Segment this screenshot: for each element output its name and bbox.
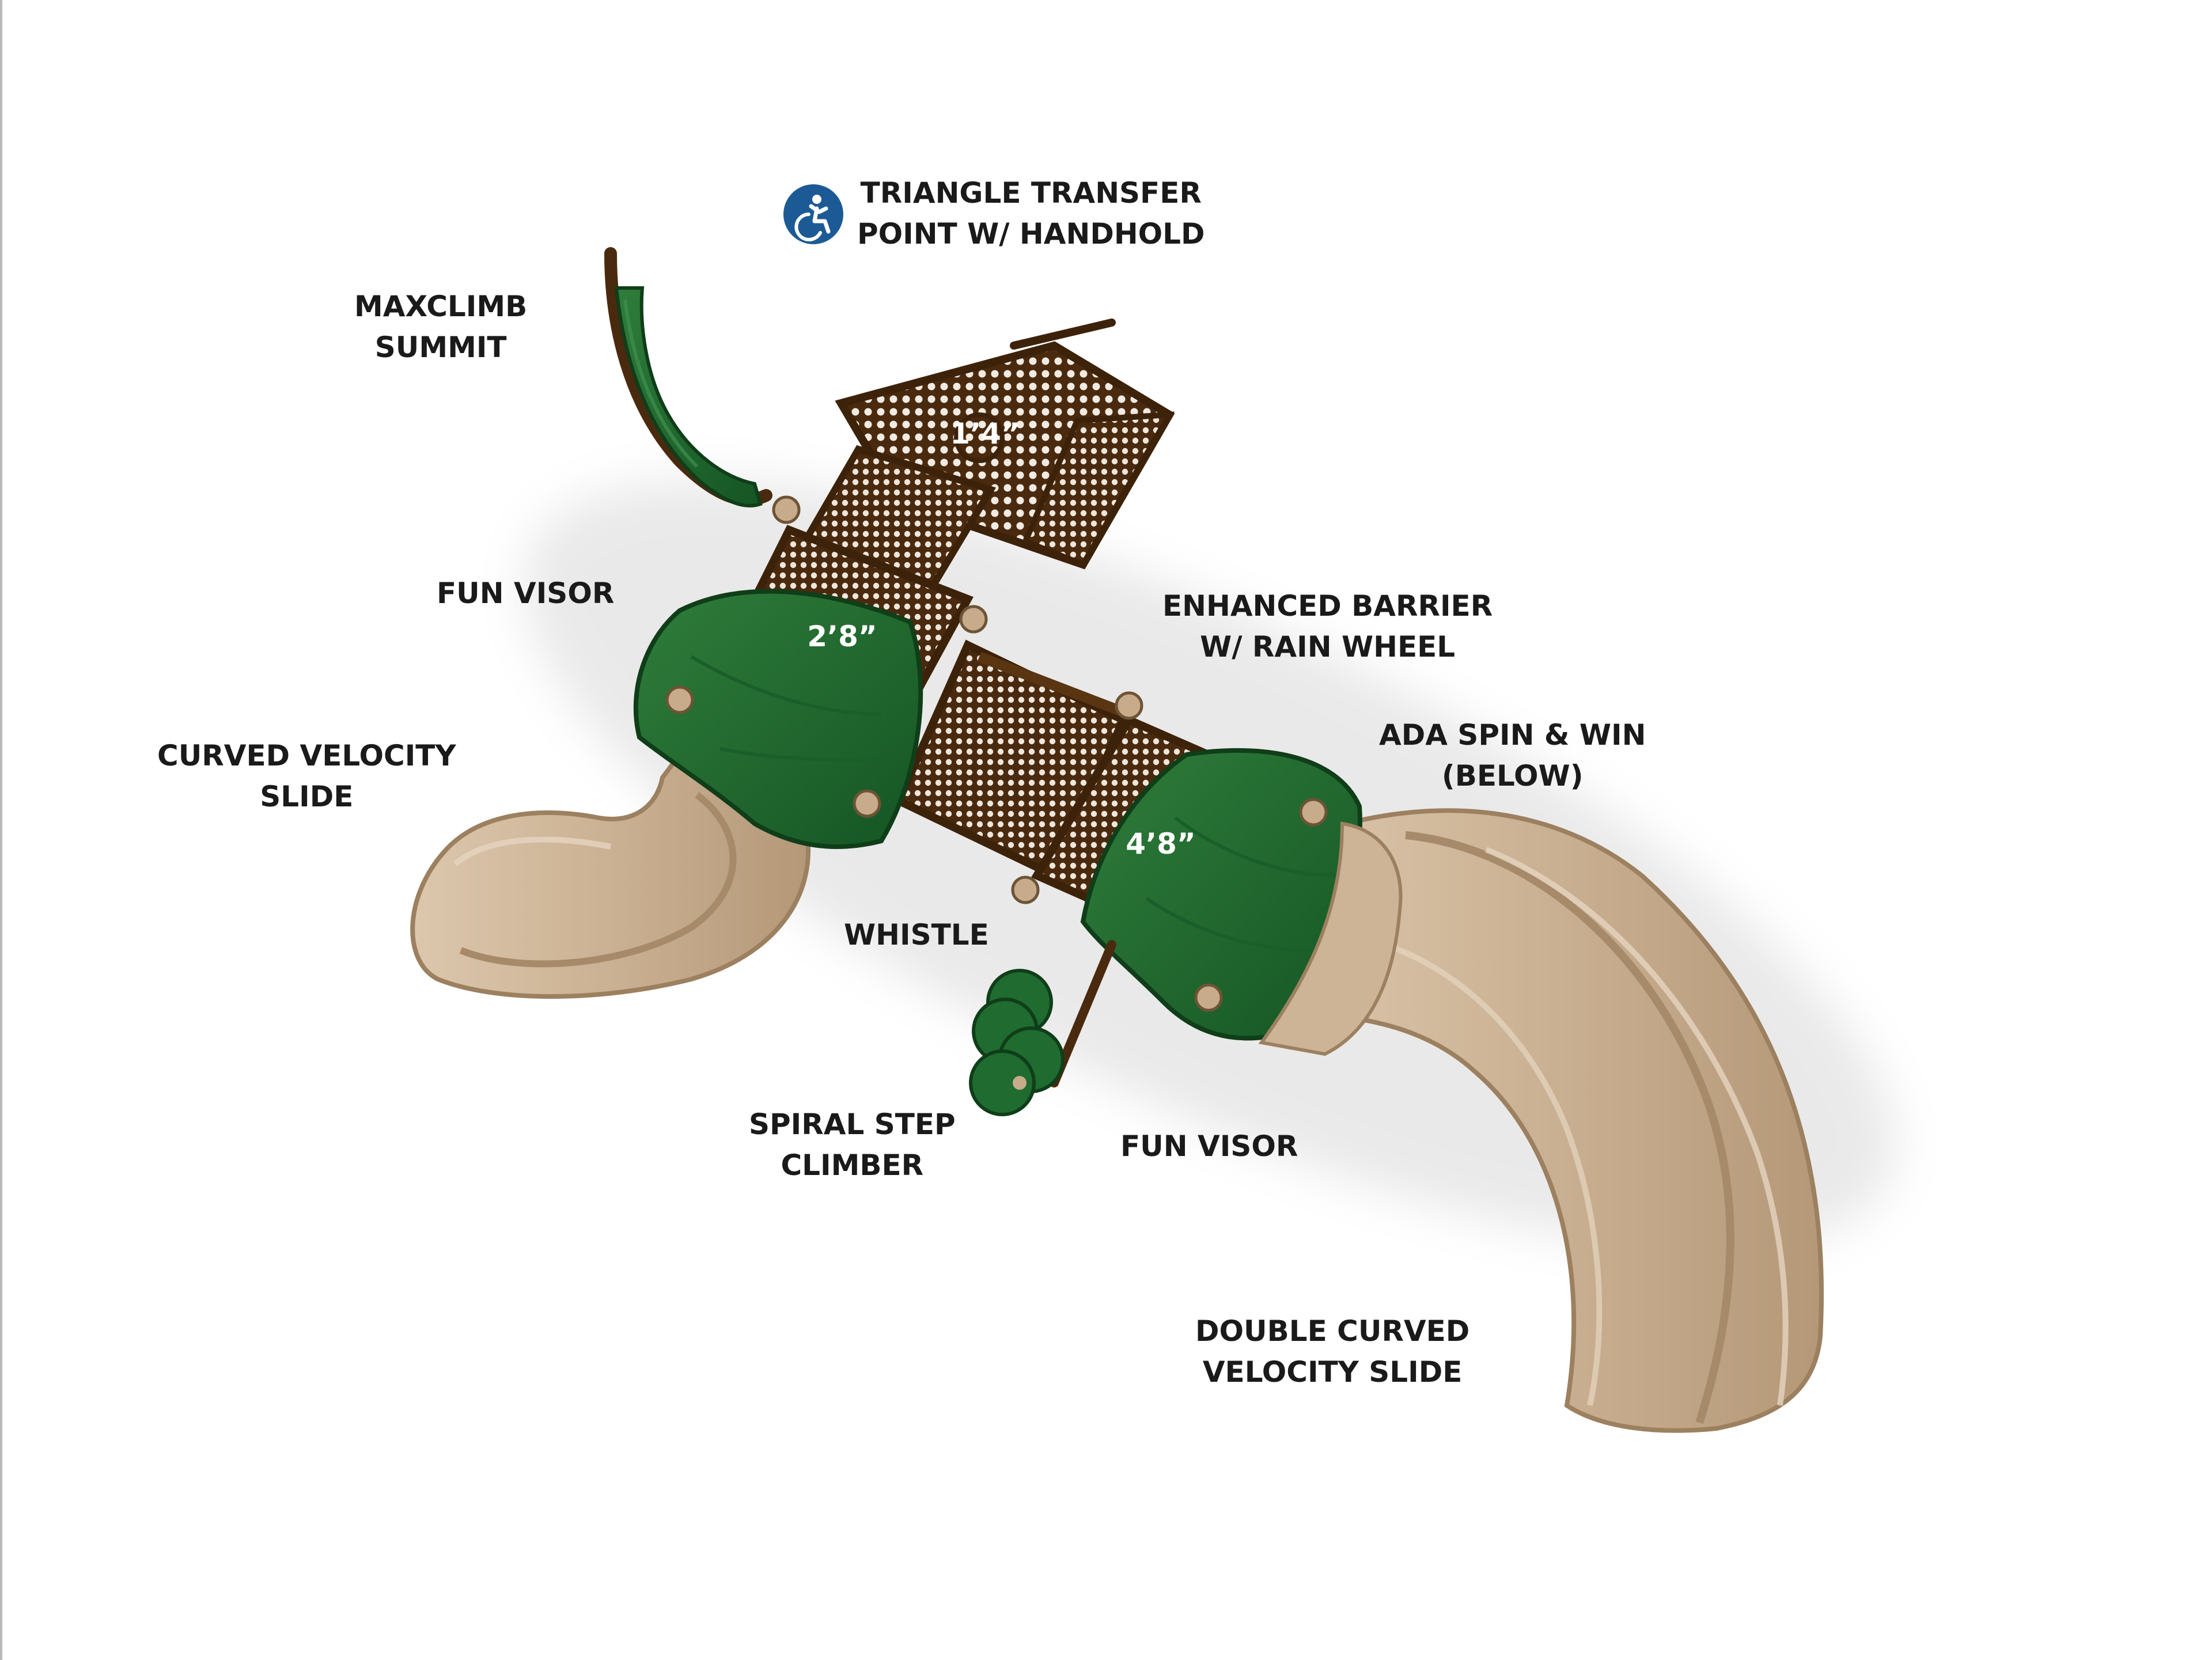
upper-deck-height: 4’8” <box>1126 827 1195 861</box>
double-curved-velocity-slide <box>1264 808 1824 1433</box>
label-triangle-transfer: TRIANGLE TRANSFER POINT W/ HANDHOLD <box>857 176 1205 251</box>
maxclimb-summit-climber <box>604 247 772 508</box>
accessibility-icon <box>783 184 843 244</box>
label-ada-spin-and-win: ADA SPIN & WIN (BELOW) <box>1379 718 1646 793</box>
spiral-step-climber <box>969 940 1116 1116</box>
left-border-rule <box>0 0 2 1660</box>
label-fun-visor-top: FUN VISOR <box>437 577 615 610</box>
fun-visor-left: 2’8” <box>633 589 923 849</box>
middle-deck-height: 2’8” <box>807 620 877 653</box>
label-curved-velocity-slide: CURVED VELOCITY SLIDE <box>157 739 456 813</box>
label-double-curved-velocity-slide: DOUBLE CURVED VELOCITY SLIDE <box>1195 1314 1470 1389</box>
slide-hood <box>1258 821 1403 1056</box>
post-caps <box>772 495 1143 904</box>
label-spiral-step-climber: SPIRAL STEP CLIMBER <box>749 1108 956 1182</box>
label-fun-visor-bottom: FUN VISOR <box>1120 1130 1298 1163</box>
fun-visor-right: 4’8” <box>1080 748 1362 1041</box>
transfer-deck-height: 1’4” <box>950 417 1020 450</box>
curved-velocity-slide <box>410 751 811 999</box>
label-maxclimb-summit: MAXCLIMB SUMMIT <box>354 290 528 364</box>
label-whistle: WHISTLE <box>844 918 989 952</box>
label-enhanced-barrier: ENHANCED BARRIER W/ RAIN WHEEL <box>1162 589 1493 664</box>
